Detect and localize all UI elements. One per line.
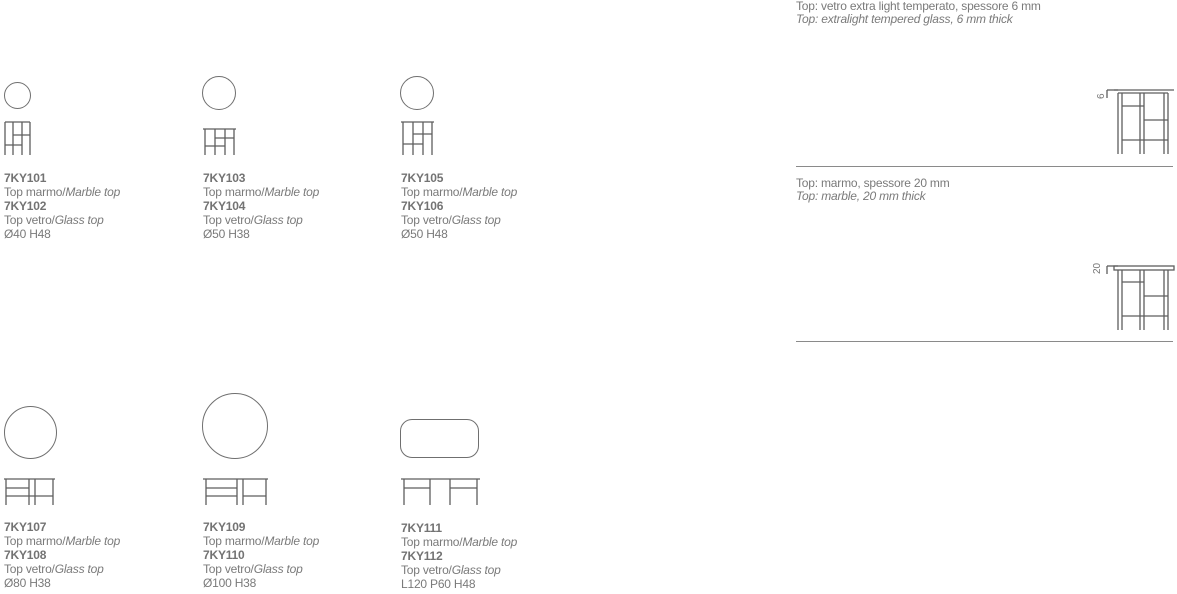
top-label-it: Top vetro/ bbox=[401, 213, 452, 227]
product-code: 7KY102 bbox=[4, 199, 47, 213]
product-dimensions: Ø50 H48 bbox=[401, 227, 448, 241]
product-code: 7KY107 bbox=[4, 520, 47, 534]
table-elevation-icon bbox=[401, 478, 480, 505]
top-label-it: Top vetro/ bbox=[4, 562, 55, 576]
table-elevation-icon bbox=[203, 128, 236, 155]
top-label-it: Top marmo/ bbox=[401, 535, 463, 549]
top-label-it: Top marmo/ bbox=[203, 534, 265, 548]
product-top-description: Top marmo/Marble top bbox=[401, 185, 517, 199]
product-label: 7KY105 Top marmo/Marble top 7KY106 Top v… bbox=[401, 171, 517, 241]
top-label-en: Glass top bbox=[54, 562, 104, 576]
top-label-it: Top marmo/ bbox=[4, 534, 66, 548]
product-label: 7KY101 Top marmo/Marble top 7KY102 Top v… bbox=[4, 171, 120, 241]
top-label-en: Glass top bbox=[253, 562, 303, 576]
table-elevation-icon bbox=[4, 478, 55, 505]
table-top-plan-icon bbox=[4, 82, 31, 109]
product-top-description: Top vetro/Glass top bbox=[203, 562, 319, 576]
product-dimensions: Ø40 H48 bbox=[4, 227, 51, 241]
top-label-it: Top marmo/ bbox=[4, 185, 66, 199]
table-top-plan-icon bbox=[4, 406, 57, 459]
product-code: 7KY111 bbox=[401, 521, 442, 535]
product-dimensions: Ø100 H38 bbox=[203, 576, 257, 590]
top-label-en: Glass top bbox=[451, 563, 501, 577]
table-top-plan-icon bbox=[202, 393, 268, 459]
product-dimensions: Ø80 H38 bbox=[4, 576, 51, 590]
product-code: 7KY101 bbox=[4, 171, 47, 185]
product-code: 7KY112 bbox=[401, 549, 443, 563]
table-elevation-icon bbox=[203, 478, 268, 505]
product-top-description: Top vetro/Glass top bbox=[203, 213, 319, 227]
top-label-it: Top vetro/ bbox=[203, 213, 254, 227]
top-label-en: Marble top bbox=[462, 185, 518, 199]
top-label-it: Top marmo/ bbox=[401, 185, 463, 199]
top-label-en: Glass top bbox=[253, 213, 303, 227]
product-label: 7KY103 Top marmo/Marble top 7KY104 Top v… bbox=[203, 171, 319, 241]
product-top-description: Top vetro/Glass top bbox=[4, 213, 120, 227]
glass-top-spec: Top: vetro extra light temperato, spesso… bbox=[796, 0, 1041, 26]
product-code: 7KY110 bbox=[203, 548, 245, 562]
product-label: 7KY111 Top marmo/Marble top 7KY112 Top v… bbox=[401, 521, 517, 591]
product-top-description: Top marmo/Marble top bbox=[4, 185, 120, 199]
product-dimensions: L120 P60 H48 bbox=[401, 577, 476, 591]
product-dimensions: Ø50 H38 bbox=[203, 227, 250, 241]
product-code: 7KY106 bbox=[401, 199, 444, 213]
top-label-en: Marble top bbox=[264, 185, 320, 199]
spec-text-it: Top: marmo, spessore 20 mm bbox=[796, 176, 950, 190]
product-code: 7KY109 bbox=[203, 520, 246, 534]
product-label: 7KY109 Top marmo/Marble top 7KY110 Top v… bbox=[203, 520, 319, 590]
section-divider bbox=[796, 166, 1173, 167]
product-code: 7KY108 bbox=[4, 548, 47, 562]
product-code: 7KY105 bbox=[401, 171, 444, 185]
product-top-description: Top marmo/Marble top bbox=[4, 534, 120, 548]
top-label-en: Marble top bbox=[462, 535, 518, 549]
product-top-description: Top marmo/Marble top bbox=[203, 534, 319, 548]
thickness-dimension: 20 bbox=[1092, 262, 1103, 274]
top-label-it: Top vetro/ bbox=[203, 562, 254, 576]
product-code: 7KY103 bbox=[203, 171, 246, 185]
top-label-en: Marble top bbox=[264, 534, 320, 548]
top-label-it: Top vetro/ bbox=[401, 563, 452, 577]
top-label-en: Marble top bbox=[65, 534, 121, 548]
product-code: 7KY104 bbox=[203, 199, 246, 213]
table-top-plan-icon bbox=[400, 419, 479, 458]
top-label-en: Glass top bbox=[451, 213, 501, 227]
table-elevation-icon bbox=[4, 121, 31, 155]
table-elevation-icon bbox=[401, 121, 434, 155]
product-top-description: Top vetro/Glass top bbox=[401, 563, 517, 577]
marble-top-section-drawing bbox=[1106, 265, 1175, 330]
top-label-en: Marble top bbox=[65, 185, 121, 199]
table-top-plan-icon bbox=[400, 76, 434, 110]
marble-top-spec: Top: marmo, spessore 20 mm Top: marble, … bbox=[796, 177, 950, 203]
product-top-description: Top marmo/Marble top bbox=[203, 185, 319, 199]
product-top-description: Top vetro/Glass top bbox=[401, 213, 517, 227]
spec-text-en: Top: marble, 20 mm thick bbox=[796, 189, 926, 203]
product-label: 7KY107 Top marmo/Marble top 7KY108 Top v… bbox=[4, 520, 120, 590]
product-top-description: Top vetro/Glass top bbox=[4, 562, 120, 576]
product-top-description: Top marmo/Marble top bbox=[401, 535, 517, 549]
table-top-plan-icon bbox=[202, 76, 236, 110]
spec-text-it: Top: vetro extra light temperato, spesso… bbox=[796, 0, 1041, 13]
spec-text-en: Top: extralight tempered glass, 6 mm thi… bbox=[796, 12, 1013, 26]
top-label-en: Glass top bbox=[54, 213, 104, 227]
top-label-it: Top marmo/ bbox=[203, 185, 265, 199]
glass-top-section-drawing bbox=[1106, 89, 1174, 154]
top-label-it: Top vetro/ bbox=[4, 213, 55, 227]
section-divider bbox=[796, 341, 1173, 342]
